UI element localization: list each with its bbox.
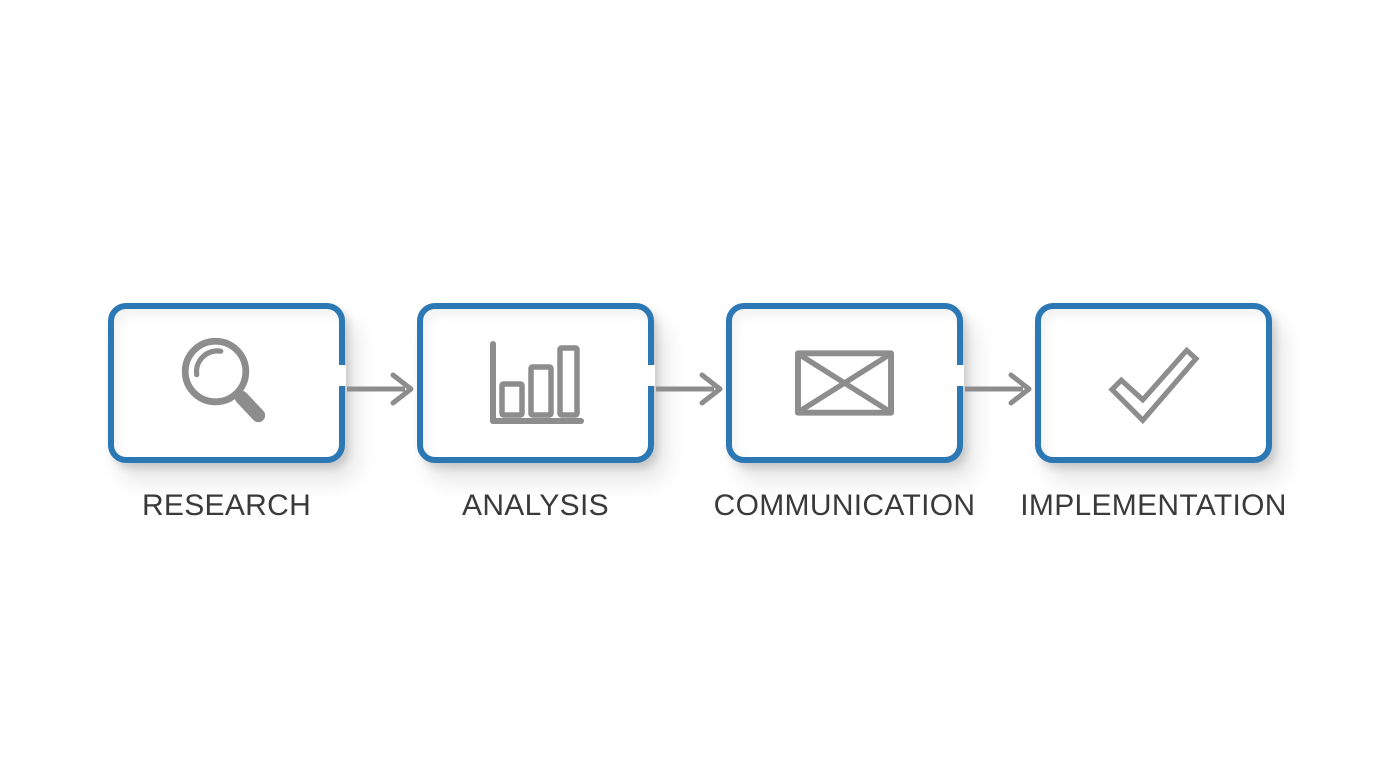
- communication-box: [726, 303, 1032, 463]
- arrow-connector-2: [656, 372, 723, 406]
- research-box: [108, 303, 414, 463]
- magnifier-icon: [181, 337, 265, 423]
- step-label-analysis: ANALYSIS: [462, 489, 609, 522]
- implementation-box: [1035, 303, 1272, 463]
- arrow-connector-3: [965, 372, 1032, 406]
- border-gap: [646, 365, 655, 386]
- arrow-connector-1: [347, 372, 414, 406]
- step-implementation: IMPLEMENTATION: [1020, 303, 1286, 523]
- envelope-icon: [795, 350, 894, 416]
- step-label-research: RESEARCH: [141, 489, 312, 522]
- analysis-box: [417, 303, 723, 463]
- step-analysis: ANALYSIS: [417, 303, 723, 523]
- step-label-implementation: IMPLEMENTATION: [1020, 489, 1287, 522]
- border-gap: [337, 365, 346, 386]
- bar-chart-icon: [489, 341, 584, 424]
- step-communication: COMMUNICATION: [714, 303, 1032, 523]
- step-research: RESEARCH: [108, 303, 414, 523]
- step-label-communication: COMMUNICATION: [713, 489, 976, 522]
- process-flow-diagram: RESEARCH ANALYSIS: [108, 303, 1286, 523]
- checkmark-icon: [1107, 346, 1200, 425]
- border-gap: [955, 365, 964, 386]
